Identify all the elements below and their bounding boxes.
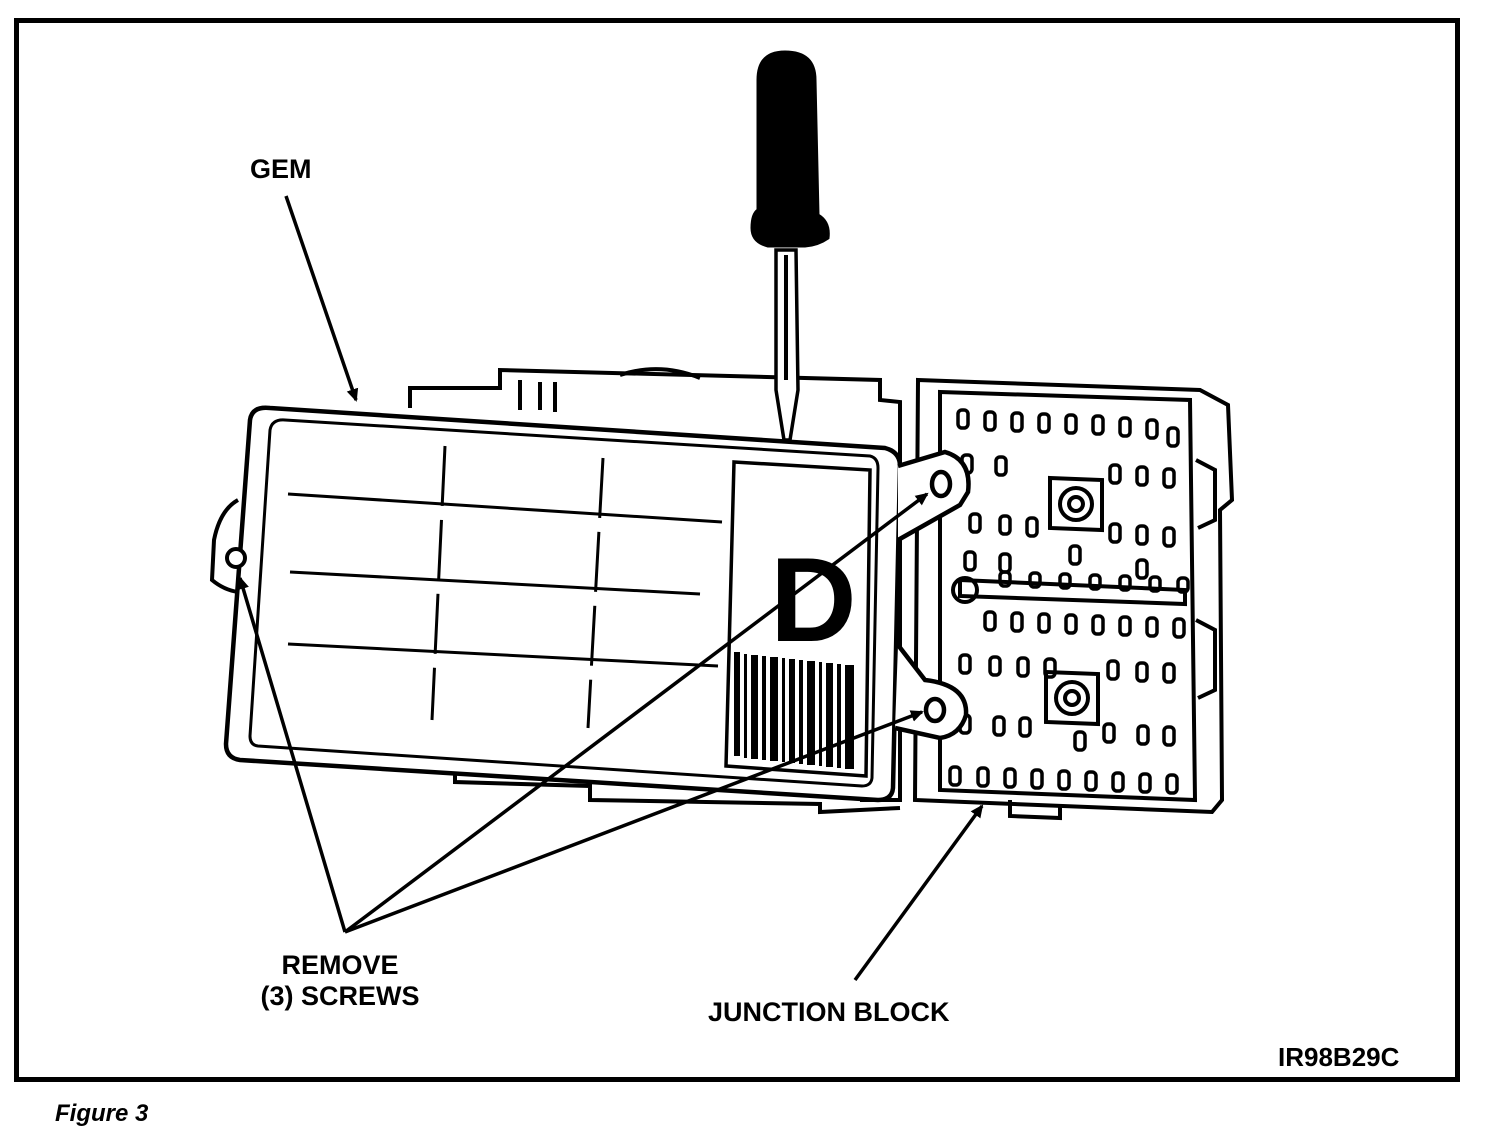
junction-block-sockets (948, 408, 1190, 795)
remove-label-line1: REMOVE (281, 950, 399, 980)
junction-block-label: JUNCTION BLOCK (708, 997, 950, 1027)
junction-block (912, 377, 1235, 821)
gem-mounting-ears (894, 449, 971, 741)
remove-screws-label: REMOVE (3) SCREWS (230, 950, 450, 1012)
figure-frame (14, 18, 1460, 1082)
figure-caption: Figure 3 (55, 1100, 149, 1127)
gem-panel-lines (287, 445, 723, 729)
screwdriver (750, 50, 830, 442)
leader-lines (237, 195, 984, 982)
barcode (734, 652, 854, 769)
module-letter: D (770, 533, 857, 667)
figure-code: IR98B29C (1278, 1042, 1400, 1072)
gem-label: GEM (250, 154, 312, 184)
remove-label-line2: (3) SCREWS (260, 981, 420, 1011)
